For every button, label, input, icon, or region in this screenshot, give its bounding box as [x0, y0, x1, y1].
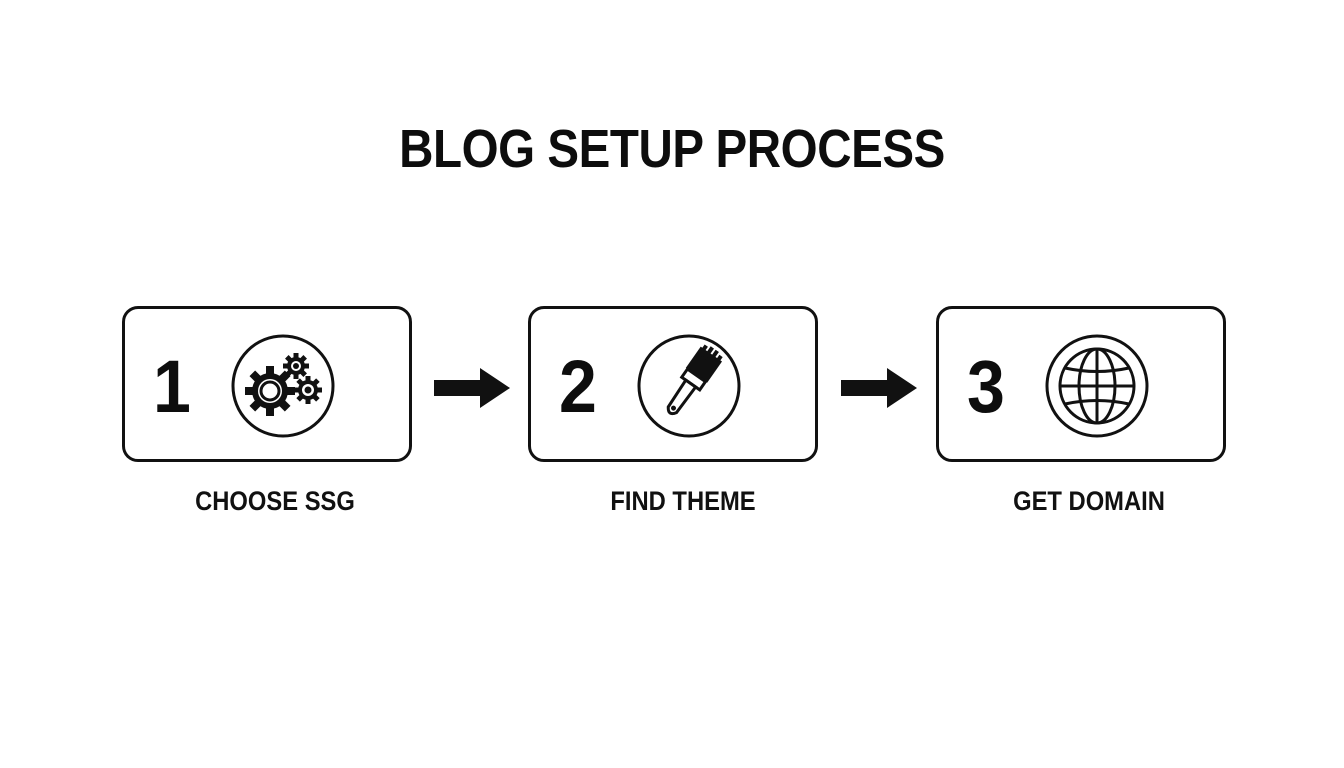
- page-title: BLOG SETUP PROCESS: [399, 119, 945, 179]
- step-2-number: 2: [559, 345, 597, 428]
- step-1-number: 1: [153, 345, 191, 428]
- arrow-right-icon: [434, 364, 510, 412]
- paintbrush-icon: [636, 333, 742, 439]
- step-1-box: 1: [122, 306, 412, 462]
- step-1-label: CHOOSE SSG: [195, 486, 355, 516]
- step-2-box: 2: [528, 306, 818, 462]
- globe-icon: [1044, 333, 1150, 439]
- step-3-number: 3: [967, 345, 1005, 428]
- step-3-label: GET DOMAIN: [1013, 486, 1165, 516]
- step-3-box: 3: [936, 306, 1226, 462]
- step-2-label: FIND THEME: [610, 486, 756, 516]
- arrow-right-icon: [841, 364, 917, 412]
- gears-icon: [230, 333, 336, 439]
